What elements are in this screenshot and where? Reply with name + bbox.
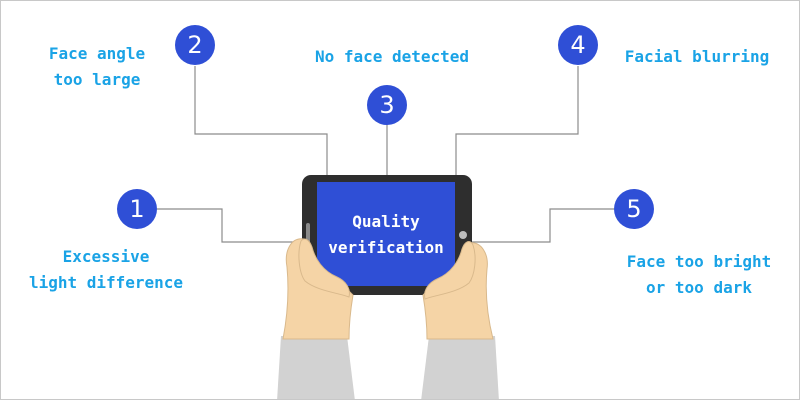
tablet-screen — [317, 182, 455, 286]
badge-4: 4 — [558, 25, 598, 65]
right-hand-icon — [422, 242, 494, 340]
issue-label-3: No face detected — [314, 47, 470, 66]
left-sleeve-icon — [277, 336, 355, 399]
connector-2 — [194, 66, 328, 177]
issue-label-2: Face angle too large — [48, 44, 146, 89]
connector-1 — [157, 208, 303, 243]
badge-2: 2 — [175, 25, 215, 65]
badge-5: 5 — [614, 189, 654, 229]
center-title-line1: Quality — [352, 212, 420, 231]
connector-5 — [471, 208, 614, 243]
tablet-home-button-icon — [459, 231, 467, 239]
issue-label-5: Face too bright or too dark — [626, 252, 772, 297]
issue-label-4: Facial blurring — [624, 47, 770, 66]
right-thumb-icon — [424, 241, 476, 300]
connector-4 — [455, 66, 579, 177]
badge-3: 3 — [367, 85, 407, 125]
badge-1: 1 — [117, 189, 157, 229]
center-title: Quality verification — [317, 209, 455, 261]
issue-label-1: Excessive light difference — [28, 247, 184, 292]
center-title-line2: verification — [328, 238, 444, 257]
left-thumb-icon — [298, 238, 350, 298]
right-sleeve-icon — [421, 336, 499, 399]
